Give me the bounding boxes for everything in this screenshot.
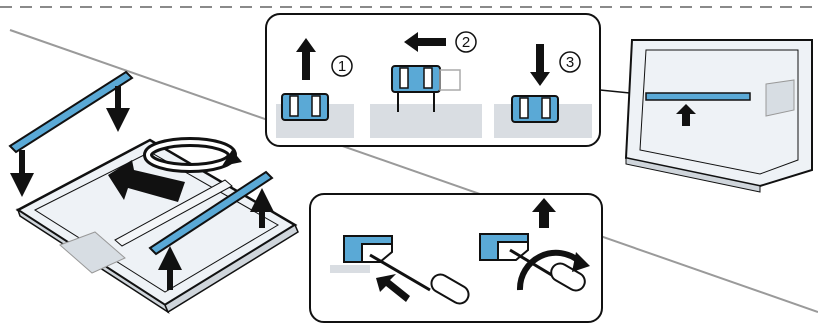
arrow-up-icon xyxy=(532,198,556,228)
inset-frame xyxy=(309,193,603,323)
arrow-up-icon xyxy=(376,274,410,302)
arrow-up-icon xyxy=(296,38,316,80)
screwdriver-icon xyxy=(509,248,586,292)
arrow-down-icon xyxy=(530,44,550,86)
blue-rail xyxy=(645,92,751,101)
step-number-2: 2 xyxy=(462,34,470,51)
step-number-1: 1 xyxy=(338,58,346,75)
background-diagonal-line xyxy=(9,29,818,313)
clip-icon xyxy=(391,65,461,112)
step-3: 3 xyxy=(511,44,581,123)
arrow-left-icon xyxy=(404,32,446,52)
arrow-down-icon xyxy=(9,86,130,197)
steps-inset: 1 2 3 xyxy=(265,13,651,147)
glass-highlight xyxy=(59,231,126,274)
arrow-up-icon xyxy=(158,188,274,290)
arrow-left-icon xyxy=(108,160,185,202)
shelf-assembly xyxy=(8,70,299,314)
blue-rail-top xyxy=(8,70,134,154)
clip-icon xyxy=(511,95,559,123)
clip-detail-left xyxy=(330,235,393,273)
rotate-arrow-icon xyxy=(143,137,242,173)
step-number-3: 3 xyxy=(566,54,574,71)
step-1: 1 xyxy=(281,38,353,121)
step-2: 2 xyxy=(391,31,477,112)
screwdriver-icon xyxy=(369,253,470,305)
blue-rail-right xyxy=(148,170,274,256)
glass-highlight xyxy=(765,79,795,117)
rotate-arrow-icon xyxy=(516,249,582,291)
standing-shelf xyxy=(624,39,813,193)
screwdriver-inset xyxy=(309,193,603,323)
clip-icon xyxy=(281,93,329,121)
arrow-up-icon xyxy=(676,104,696,126)
